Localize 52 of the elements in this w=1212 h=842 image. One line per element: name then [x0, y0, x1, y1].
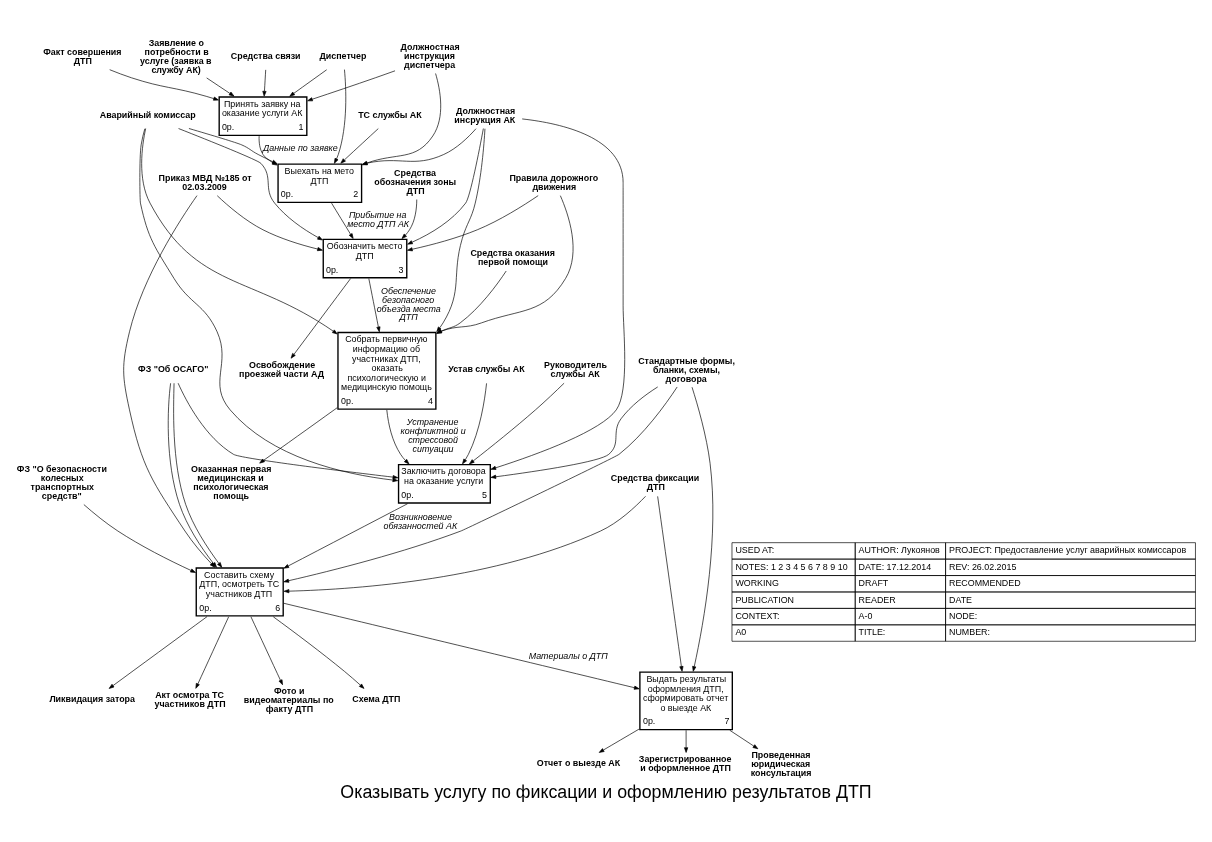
node-text: Освобождение проезжей части АД — [239, 359, 325, 379]
node-text: Должностная инструкция диспетчера — [400, 41, 460, 70]
node-text: ФЗ "Об ОСАГО" — [138, 363, 209, 374]
node-text: ФЗ "О безопасности колесных транспортных средств" — [16, 463, 107, 501]
edge-label: Устранение конфликтной и стрессовой ситуации — [400, 416, 466, 454]
node-text: Средства обозначения зоны ДТП — [374, 167, 457, 196]
node-text: Отчет о выезде АК — [536, 757, 621, 768]
label: USED AT: — [735, 544, 775, 555]
node-text: ТС службы АК — [358, 109, 422, 120]
label: TITLE: — [858, 626, 886, 637]
label: READER — [858, 594, 896, 605]
label: NOTES: 1 2 3 4 5 6 7 8 9 10 — [735, 561, 848, 572]
node-text: Зарегистрированное и оформленное ДТП — [638, 753, 732, 773]
node-text: Средства связи — [230, 50, 301, 61]
label: NODE: — [949, 610, 978, 621]
label: AUTHOR: Лукоянов — [858, 544, 940, 555]
label: RECOMMENDED — [949, 577, 1021, 588]
node-text: Средства фиксации ДТП — [610, 472, 700, 492]
node-text: Должностная инсрукция АК — [454, 105, 516, 125]
node-text: Ликвидация затора — [49, 693, 135, 704]
node-text: Устав службы АК — [448, 363, 525, 374]
edge-label: Данные по заявке — [263, 142, 338, 153]
edge-label: Возникновение обязанностей АК — [383, 511, 458, 531]
edge-label: Материалы о ДТП — [528, 650, 608, 661]
node-text: Стандартные формы, бланки, схемы, договора — [638, 355, 735, 384]
label: PROJECT: Предоставление услуг аварийных комиссаров — [949, 544, 1187, 555]
label: PUBLICATION — [735, 594, 795, 605]
node-text: Фото и видеоматериалы по факту ДТП — [243, 685, 334, 714]
label: WORKING — [735, 577, 779, 588]
edge-label: Прибытие на место ДТП АК — [347, 209, 410, 229]
label: DATE: 17.12.2014 — [858, 561, 932, 572]
label: DATE — [949, 594, 973, 605]
node-text: Оказанная первая медицинская и психологическая помощь — [191, 463, 272, 501]
label: CONTEXT: — [735, 610, 780, 621]
node-text: Средства оказания первой помощи — [470, 247, 556, 267]
edge-label: Обеспечение безопасного объезда места ДТП — [376, 285, 441, 322]
node-text: Диспетчер — [319, 50, 367, 61]
node-text: Проведенная юридическая консультация — [750, 749, 812, 778]
node-text: Руководитель службы АК — [544, 359, 607, 379]
node-text: Акт осмотра ТС участников ДТП — [154, 689, 226, 709]
label: DRAFT — [858, 577, 889, 588]
node-text: Схема ДТП — [352, 693, 401, 704]
node-text: Факт совершения ДТП — [43, 46, 122, 66]
node-text: Приказ МВД №185 от 02.03.2009 — [158, 172, 252, 192]
node-text: Заявление о потребности в услуге (заявка в службу АК) — [140, 37, 212, 75]
node-text: Правила дорожного движения — [509, 172, 599, 192]
node-text: Аварийный комиссар — [99, 109, 196, 120]
label: REV: 26.02.2015 — [949, 561, 1017, 572]
label: NUMBER: — [949, 626, 990, 637]
label: A-0 — [858, 610, 873, 621]
label: A0 — [735, 626, 747, 637]
diagram-title: Оказывать услугу по фиксации и оформлению результатов ДТП — [340, 781, 872, 802]
